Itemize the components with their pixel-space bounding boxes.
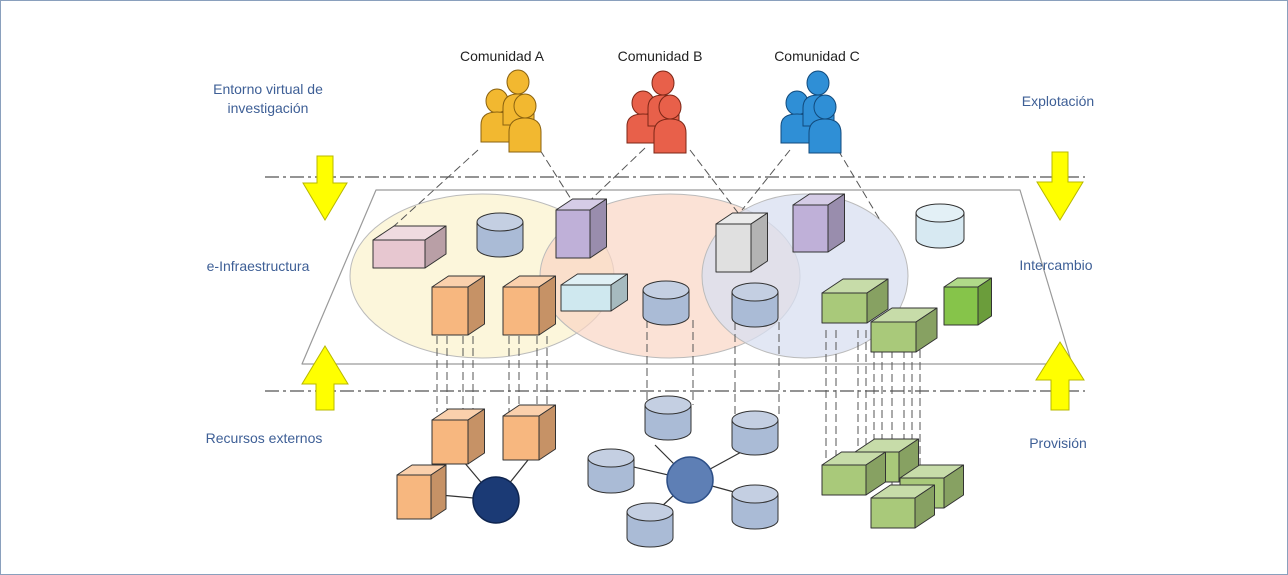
external-resources-label: Recursos externos: [206, 430, 323, 446]
database-cylinder-icon: [642, 280, 690, 326]
server-box-icon: [560, 273, 628, 312]
server-box-icon: [792, 193, 845, 253]
database-cylinder-icon: [644, 395, 692, 441]
resource-shapes: [372, 193, 992, 548]
server-box-icon: [502, 404, 556, 461]
server-box-icon: [431, 275, 485, 336]
server-box-icon: [943, 277, 992, 326]
database-cylinder-icon: [587, 448, 635, 494]
arrow-up-icon: [301, 345, 349, 411]
database-cylinder-icon: [731, 484, 779, 530]
arrow-up-icon: [1035, 341, 1085, 411]
vre-label-line2: investigación: [228, 100, 309, 116]
community-c-people-icon: [780, 70, 842, 154]
community-b-label: Comunidad B: [618, 48, 703, 64]
server-box-icon: [396, 464, 447, 520]
provision-label: Provisión: [1029, 435, 1087, 451]
arrow-down-icon: [1036, 151, 1084, 221]
server-box-icon: [870, 484, 935, 529]
database-cylinder-icon: [626, 502, 674, 548]
server-box-icon: [821, 278, 889, 324]
database-cylinder-icon: [476, 212, 524, 258]
database-cylinder-icon: [915, 203, 965, 249]
community-a-people-icon: [480, 69, 542, 153]
community-a-label: Comunidad A: [460, 48, 545, 64]
server-box-icon: [431, 408, 485, 465]
database-cylinder-icon: [731, 282, 779, 328]
server-box-icon: [821, 451, 886, 496]
server-box-icon: [715, 212, 768, 273]
exploitation-label: Explotación: [1022, 93, 1094, 109]
vre-label-line1: Entorno virtual de: [213, 81, 323, 97]
server-box-icon: [870, 307, 938, 353]
community-b-people-icon: [626, 70, 687, 154]
arrow-down-icon: [302, 155, 348, 221]
server-box-icon: [555, 198, 607, 259]
server-box-icon: [372, 225, 447, 269]
network-hub-icon: [472, 476, 520, 524]
server-box-icon: [502, 275, 556, 336]
network-hub-icon: [666, 456, 714, 504]
einfra-label: e-Infraestructura: [207, 258, 310, 274]
community-c-label: Comunidad C: [774, 48, 860, 64]
database-cylinder-icon: [731, 410, 779, 456]
exchange-label: Intercambio: [1019, 257, 1092, 273]
